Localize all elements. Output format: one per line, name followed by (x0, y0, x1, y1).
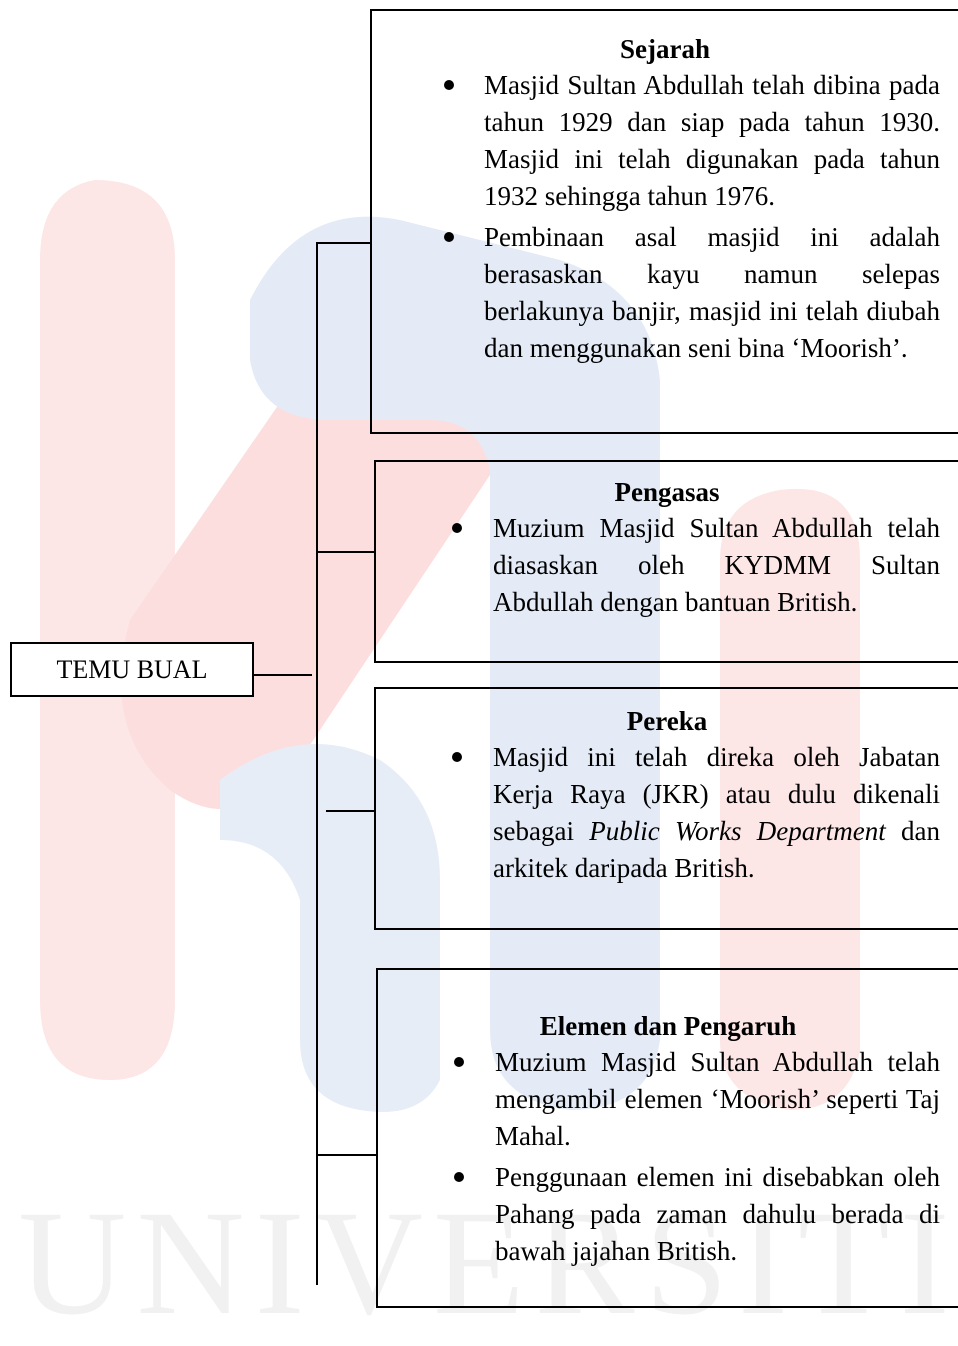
bullet-icon (452, 522, 462, 533)
bullet-item: Muzium Masjid Sultan Abdullah telah dias… (376, 510, 958, 621)
bullet-list: Muzium Masjid Sultan Abdullah telah dias… (376, 510, 958, 621)
branch-title: Sejarah (620, 34, 710, 64)
bullet-list: Masjid ini telah direka oleh Jabatan Ker… (376, 739, 958, 887)
bullet-icon (454, 1056, 464, 1067)
branch-box-sejarah: Sejarah Masjid Sultan Abdullah telah dib… (370, 9, 958, 434)
bullet-list: Muzium Masjid Sultan Abdullah telah meng… (378, 1044, 958, 1270)
connector-root (254, 674, 312, 676)
bullet-item: Penggunaan elemen ini disebabkan oleh Pa… (378, 1159, 958, 1270)
branch-box-pereka: Pereka Masjid ini telah direka oleh Jaba… (374, 687, 958, 930)
branch-title: Pereka (626, 706, 708, 736)
connector-pereka (326, 810, 376, 812)
branch-box-elemen-dan-pengaruh: Elemen dan Pengaruh Muzium Masjid Sultan… (376, 968, 958, 1308)
bullet-icon (444, 231, 454, 242)
connector-pengasas (316, 551, 374, 553)
branch-title: Elemen dan Pengaruh (539, 1011, 797, 1041)
trunk-vertical-line (316, 242, 318, 1285)
bullet-item: Masjid Sultan Abdullah telah dibina pada… (372, 67, 958, 215)
bullet-list: Masjid Sultan Abdullah telah dibina pada… (372, 67, 958, 367)
bullet-item: Masjid ini telah direka oleh Jabatan Ker… (376, 739, 958, 887)
watermark-red-left-bar (40, 180, 175, 1080)
bullet-item: Pembinaan asal masjid ini adalah berasas… (372, 219, 958, 367)
connector-sejarah (316, 242, 370, 244)
bullet-item: Muzium Masjid Sultan Abdullah telah meng… (378, 1044, 958, 1155)
root-label: TEMU BUAL (56, 654, 208, 684)
bullet-icon (454, 1171, 464, 1182)
connector-elemen (316, 1154, 376, 1156)
bullet-icon (444, 79, 454, 90)
branch-box-pengasas: Pengasas Muzium Masjid Sultan Abdullah t… (374, 460, 958, 663)
branch-title: Pengasas (614, 477, 720, 507)
bullet-icon (452, 751, 462, 762)
root-node: TEMU BUAL (10, 642, 254, 697)
